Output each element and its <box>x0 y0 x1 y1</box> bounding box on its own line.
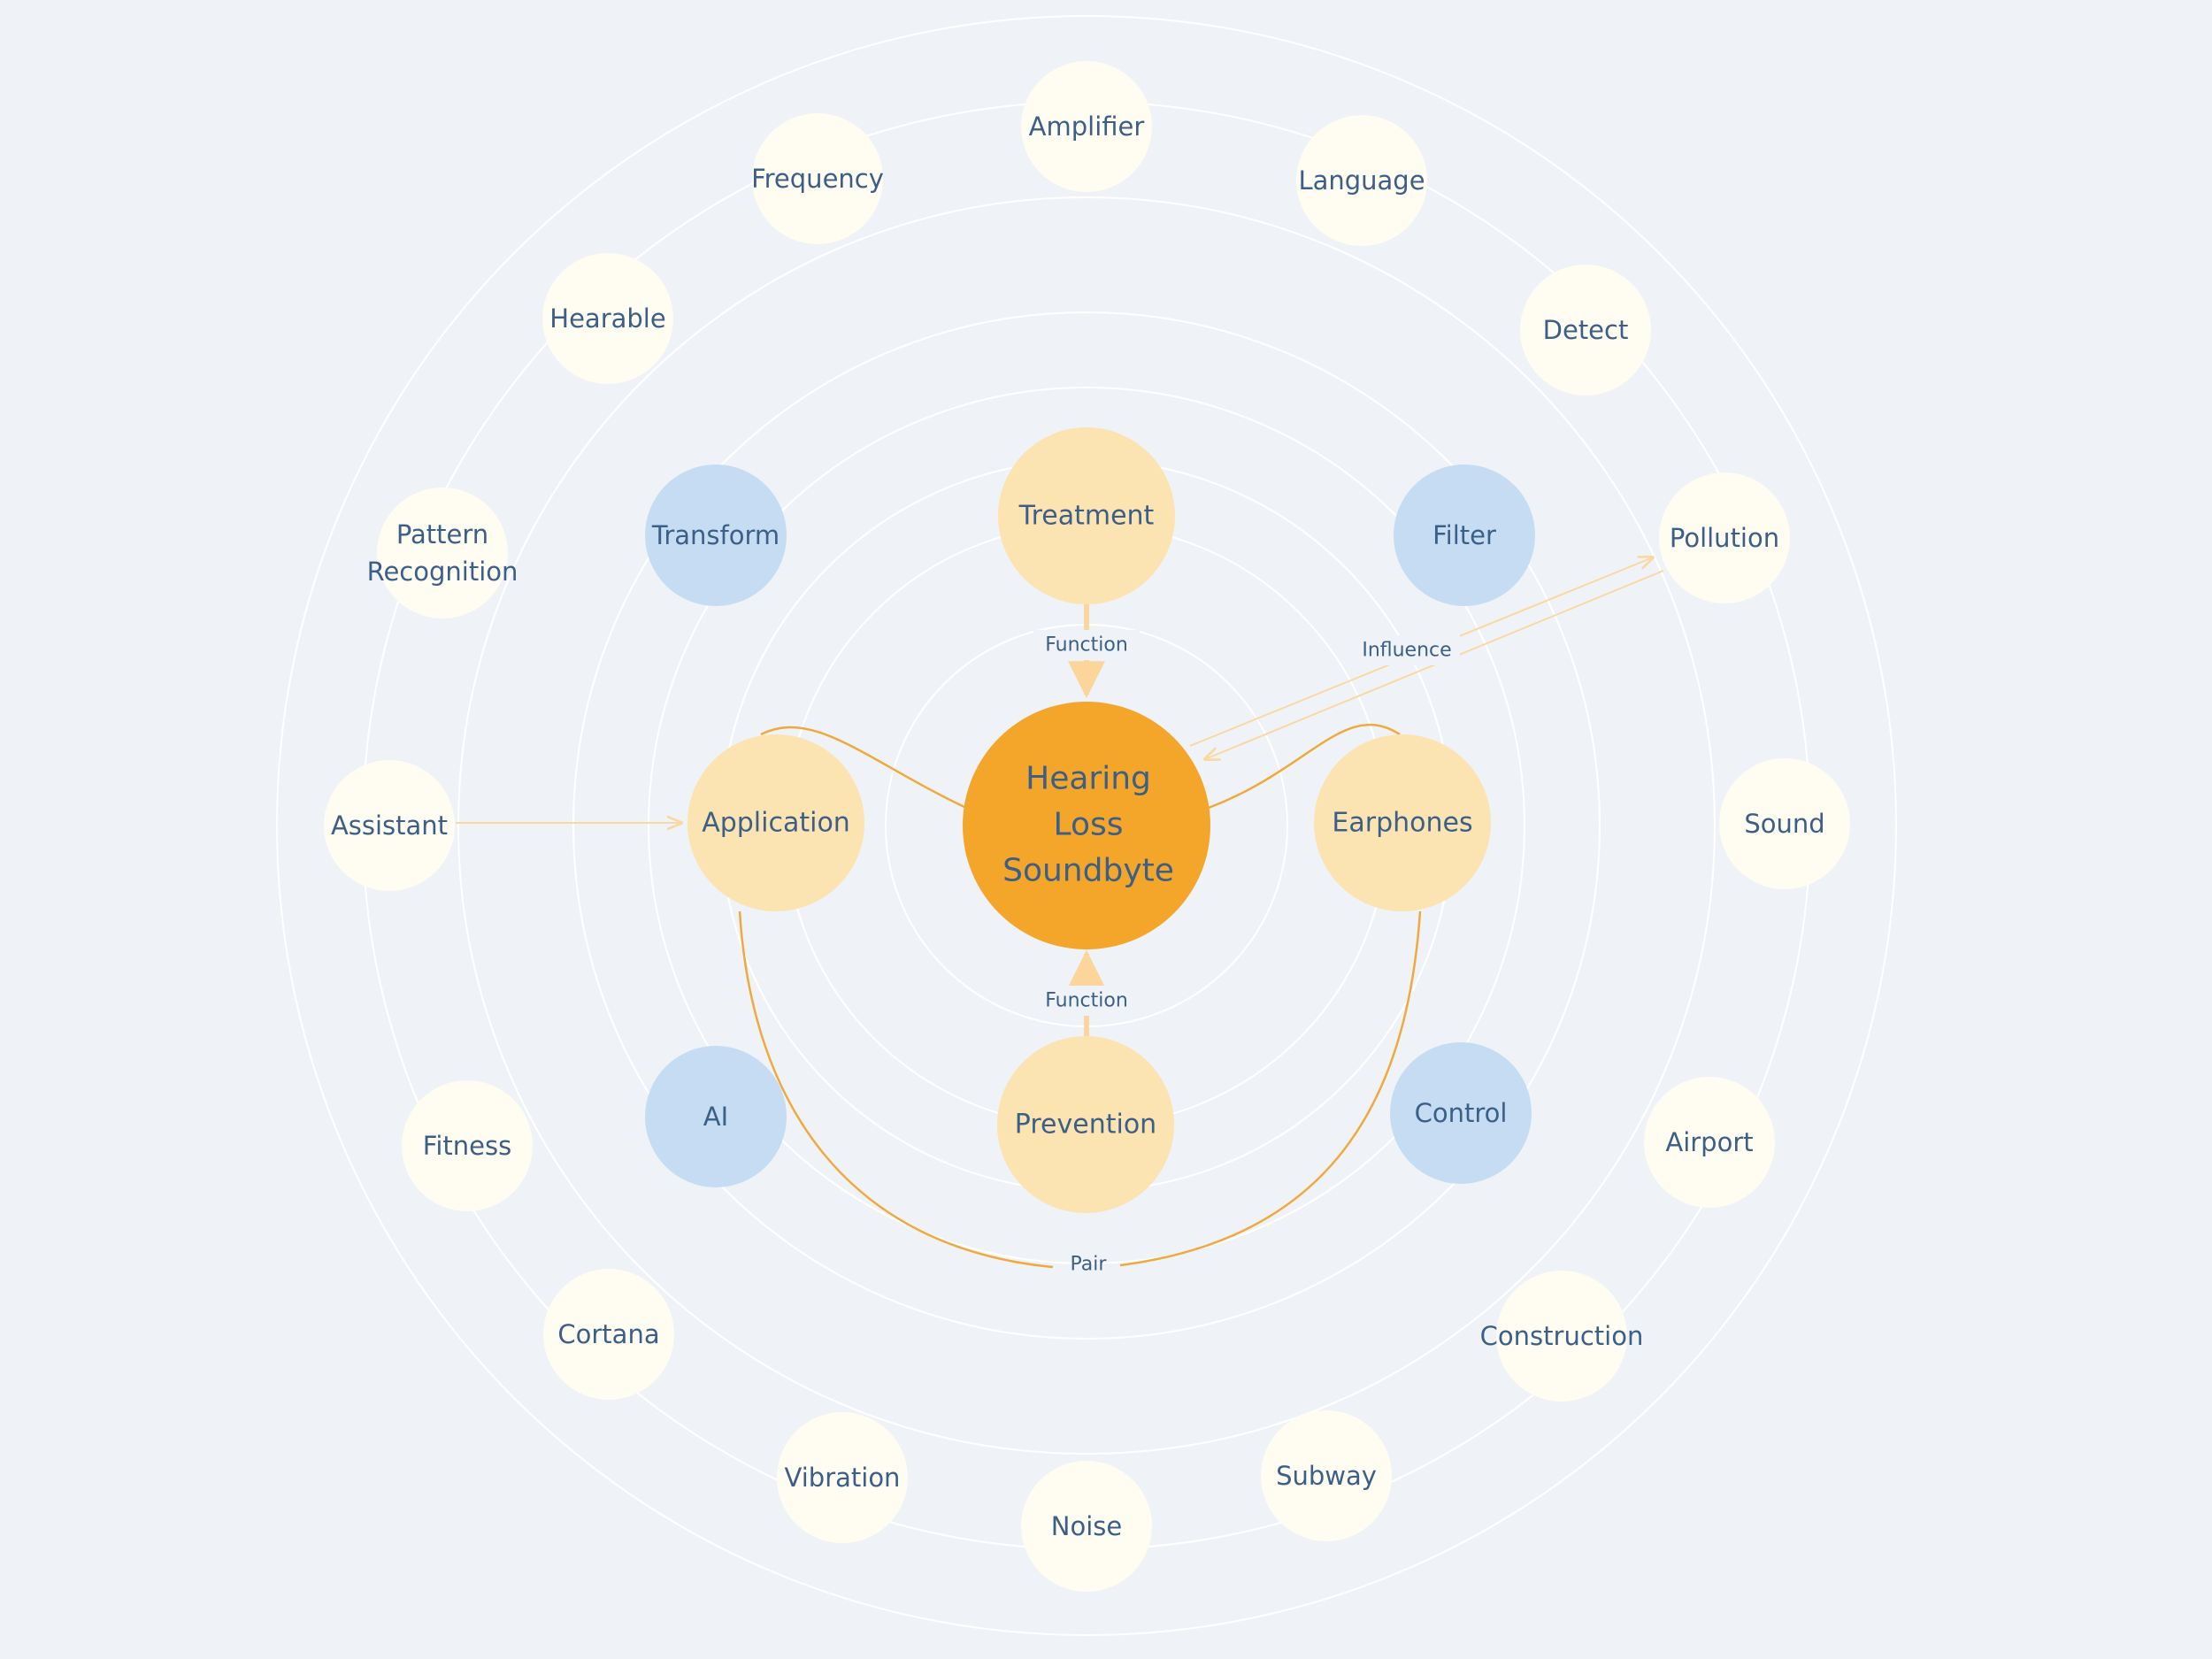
node-airport-label: Airport <box>1665 1127 1753 1157</box>
node-language[interactable]: Language <box>1296 115 1427 246</box>
center-node-circle <box>963 702 1210 949</box>
node-sound-circle <box>1719 758 1850 889</box>
node-treatment-label: Treatment <box>1018 501 1155 532</box>
edge-label-pair: Pair <box>1071 1254 1108 1276</box>
node-assistant-circle <box>324 760 455 891</box>
ring-8 <box>276 15 1897 1636</box>
label-bg-influence <box>1354 635 1460 665</box>
node-fitness[interactable]: Fitness <box>402 1080 533 1211</box>
node-cortana-label: Cortana <box>557 1319 659 1349</box>
node-subway[interactable]: Subway <box>1261 1410 1392 1541</box>
node-pollution[interactable]: Pollution <box>1659 472 1790 603</box>
node-noise-circle <box>1021 1461 1152 1592</box>
node-noise-label: Noise <box>1051 1511 1122 1541</box>
node-treatment[interactable]: Treatment <box>998 427 1175 604</box>
node-filter-label: Filter <box>1432 520 1496 550</box>
ring-4 <box>648 387 1525 1264</box>
center-label-line-1: Hearing <box>1025 761 1151 797</box>
node-detect-circle <box>1520 265 1651 396</box>
edge-pair-left <box>738 910 1054 1269</box>
node-pattern-recognition-circle <box>377 488 508 618</box>
edge-center-earphones <box>1208 723 1401 810</box>
node-pattern-recognition-label-line-2: Recognition <box>367 557 518 587</box>
node-amplifier-circle <box>1021 61 1152 192</box>
node-transform[interactable]: Transform <box>645 465 787 606</box>
node-amplifier-label: Amplifier <box>1029 111 1145 142</box>
node-vibration-label: Vibration <box>785 1463 901 1493</box>
node-cortana[interactable]: Cortana <box>543 1269 674 1400</box>
node-sound[interactable]: Sound <box>1719 758 1850 889</box>
edge-label-treatment-function: Function <box>1045 634 1128 657</box>
node-assistant[interactable]: Assistant <box>324 760 455 891</box>
node-construction-circle <box>1496 1271 1627 1402</box>
node-pattern-recognition[interactable]: Pattern Recognition <box>367 488 518 618</box>
ring-5 <box>572 311 1601 1340</box>
node-frequency[interactable]: Frequency <box>751 113 884 244</box>
node-sound-label: Sound <box>1744 809 1824 839</box>
node-detect-label: Detect <box>1543 315 1629 345</box>
node-ai[interactable]: AI <box>645 1046 787 1187</box>
node-prevention[interactable]: Prevention <box>997 1036 1174 1213</box>
node-pollution-label: Pollution <box>1670 523 1779 553</box>
node-filter[interactable]: Filter <box>1394 465 1535 606</box>
node-vibration[interactable]: Vibration <box>777 1412 908 1543</box>
node-control[interactable]: Control <box>1390 1042 1532 1184</box>
node-assistant-label: Assistant <box>331 810 448 841</box>
node-control-circle <box>1390 1042 1532 1184</box>
node-noise[interactable]: Noise <box>1021 1461 1152 1592</box>
node-prevention-circle <box>997 1036 1174 1213</box>
node-airport[interactable]: Airport <box>1644 1077 1775 1208</box>
center-node[interactable]: Hearing Loss Soundbyte <box>963 702 1210 949</box>
label-bg-treatment-function <box>1033 630 1140 660</box>
label-bg-prevention-function <box>1033 986 1140 1016</box>
center-label-line-3: Soundbyte <box>1002 853 1174 889</box>
node-language-circle <box>1296 115 1427 246</box>
edge-center-application <box>760 726 967 810</box>
node-ai-label: AI <box>703 1102 728 1132</box>
edge-label-influence: Influence <box>1362 640 1451 662</box>
node-construction-label: Construction <box>1480 1321 1644 1351</box>
node-earphones-circle <box>1314 734 1491 911</box>
node-hearable[interactable]: Hearable <box>542 253 673 384</box>
node-language-label: Language <box>1298 165 1425 196</box>
node-cortana-circle <box>543 1269 674 1400</box>
edge-pair-right <box>1119 910 1422 1267</box>
edge-labels: Function Function Influence Pair <box>1033 630 1460 1276</box>
node-frequency-label: Frequency <box>751 164 884 194</box>
node-subway-label: Subway <box>1276 1461 1377 1491</box>
node-filter-circle <box>1394 465 1535 606</box>
node-transform-label: Transform <box>651 520 780 550</box>
node-airport-circle <box>1644 1077 1775 1208</box>
node-pattern-recognition-label-line-1: Pattern <box>396 519 488 549</box>
node-ai-circle <box>645 1046 787 1187</box>
node-treatment-circle <box>998 427 1175 604</box>
node-amplifier[interactable]: Amplifier <box>1021 61 1152 192</box>
node-subway-circle <box>1261 1410 1392 1541</box>
node-application-circle <box>687 734 864 911</box>
node-application[interactable]: Application <box>687 734 864 911</box>
node-control-label: Control <box>1415 1098 1508 1128</box>
node-application-label: Application <box>702 808 850 839</box>
node-detect[interactable]: Detect <box>1520 265 1651 396</box>
node-frequency-circle <box>752 113 883 244</box>
node-earphones[interactable]: Earphones <box>1314 734 1491 911</box>
node-vibration-circle <box>777 1412 908 1543</box>
node-prevention-label: Prevention <box>1015 1110 1156 1141</box>
node-hearable-label: Hearable <box>549 303 665 334</box>
ring-6 <box>457 196 1716 1455</box>
node-hearable-circle <box>542 253 673 384</box>
node-fitness-label: Fitness <box>423 1131 511 1161</box>
node-construction[interactable]: Construction <box>1480 1271 1644 1402</box>
node-fitness-circle <box>402 1080 533 1211</box>
edge-label-prevention-function: Function <box>1045 990 1128 1012</box>
node-transform-circle <box>645 465 787 606</box>
center-label-line-2: Loss <box>1054 807 1124 843</box>
node-earphones-label: Earphones <box>1332 808 1472 839</box>
node-pollution-circle <box>1659 472 1790 603</box>
